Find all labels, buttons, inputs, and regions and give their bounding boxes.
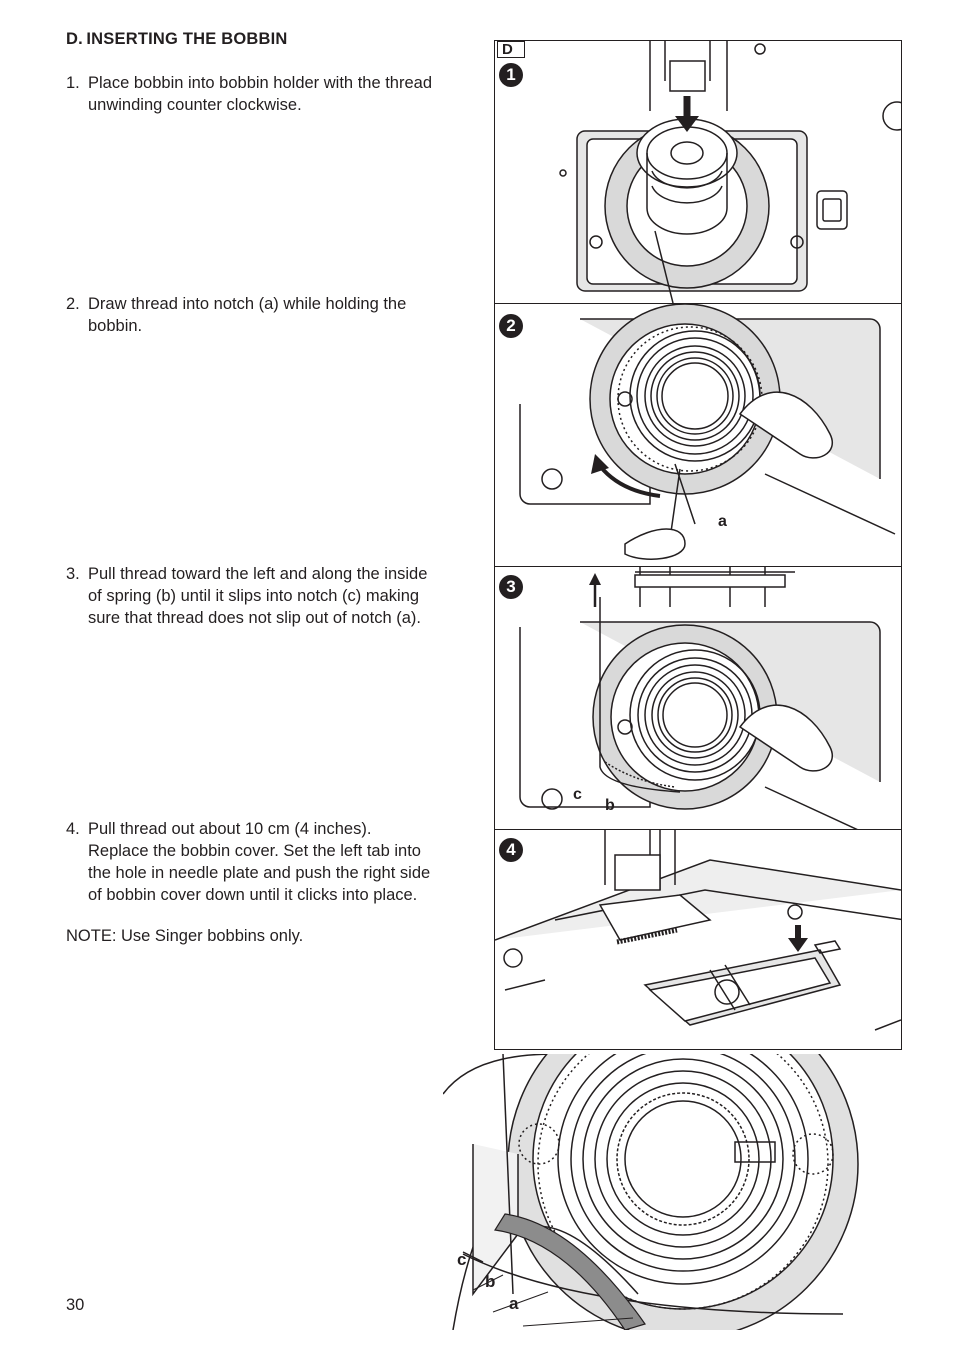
step-text: Draw thread into notch (a) while holding…	[88, 295, 407, 335]
note-text: NOTE: Use Singer bobbins only.	[66, 927, 304, 945]
step-number: 4.	[66, 820, 80, 838]
step-text: Pull thread toward the left and along th…	[88, 565, 428, 627]
step-1: 1. Place bobbin into bobbin holder with …	[66, 72, 486, 116]
panel-divider	[495, 566, 901, 567]
panel-2-illustration	[495, 304, 901, 566]
panel-divider	[495, 829, 901, 830]
detail-label-b: b	[485, 1272, 496, 1291]
panel-number-3: 3	[499, 575, 523, 599]
panel-4-illustration	[495, 830, 901, 1049]
figure-panels: D 1	[494, 40, 902, 1050]
label-c: c	[573, 786, 582, 803]
figure-badge: D	[497, 41, 525, 58]
panel-number-1: 1	[499, 63, 523, 87]
label-a: a	[718, 513, 727, 530]
step-text: Pull thread out about 10 cm (4 inches). …	[88, 820, 431, 904]
panel-1-illustration	[495, 41, 901, 303]
detail-label-c: c	[457, 1250, 467, 1269]
panel-number-4: 4	[499, 838, 523, 862]
section-title: D. INSERTING THE BOBBIN	[66, 30, 288, 48]
label-b: b	[605, 797, 615, 814]
step-number: 3.	[66, 565, 80, 583]
step-text: Place bobbin into bobbin holder with the…	[88, 74, 432, 114]
page-number: 30	[66, 1296, 85, 1314]
detail-label-a: a	[509, 1294, 519, 1313]
step-2: 2. Draw thread into notch (a) while hold…	[66, 293, 486, 337]
bobbin-detail-illustration: c b a	[443, 1054, 871, 1330]
step-number: 1.	[66, 74, 80, 92]
panel-divider	[495, 303, 901, 304]
step-number: 2.	[66, 295, 80, 313]
step-3: 3. Pull thread toward the left and along…	[66, 563, 486, 629]
panel-3-illustration	[495, 567, 901, 829]
step-4: 4. Pull thread out about 10 cm (4 inches…	[66, 818, 486, 906]
panel-number-2: 2	[499, 314, 523, 338]
